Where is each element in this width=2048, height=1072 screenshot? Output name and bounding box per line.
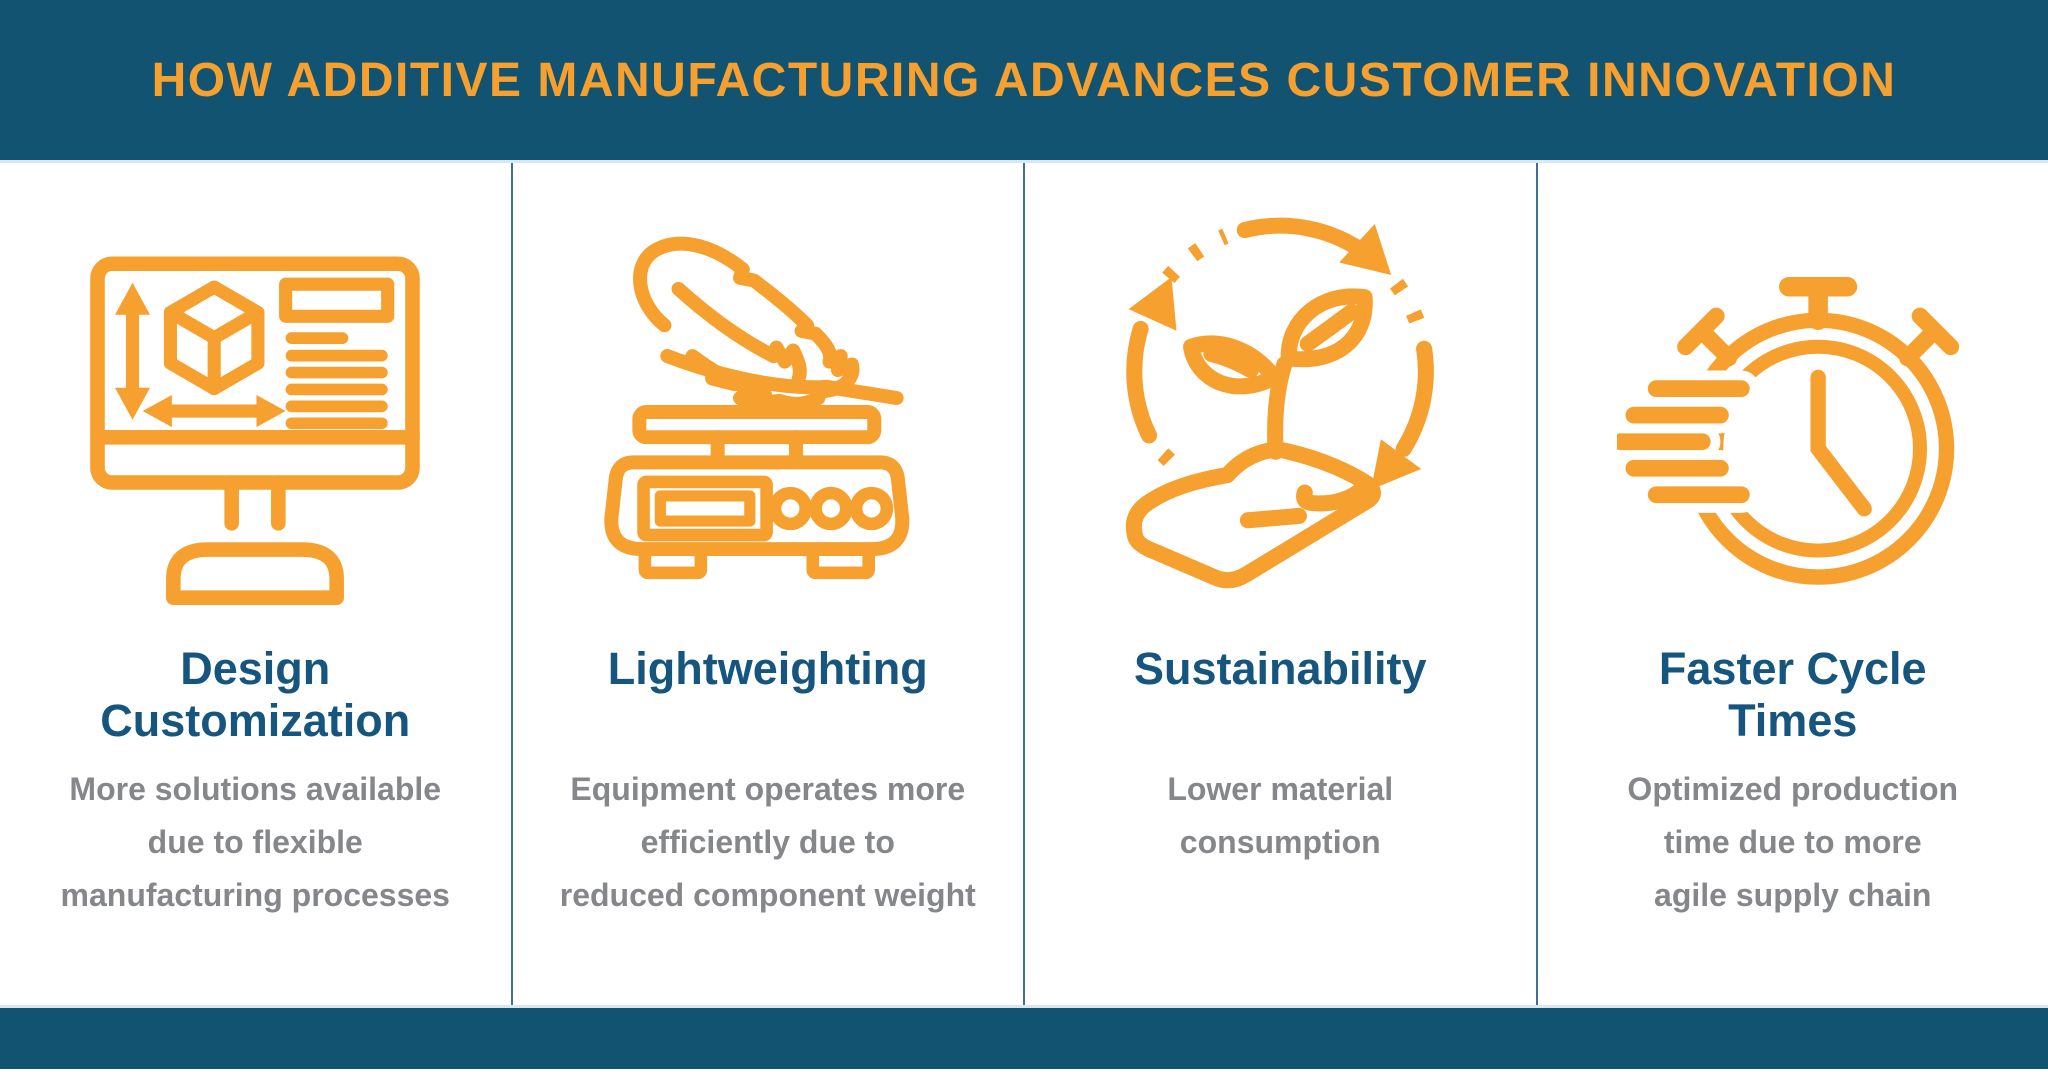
icon-wrap — [1025, 163, 1536, 623]
sustainability-hand-plant-icon — [1126, 217, 1435, 589]
icon-wrap — [513, 163, 1024, 623]
header-banner: HOW ADDITIVE MANUFACTURING ADVANCES CUST… — [0, 0, 2048, 163]
cad-monitor-icon — [90, 256, 421, 605]
clock-hands-icon — [1810, 369, 1872, 517]
footer-band — [0, 1005, 2048, 1069]
icon-wrap — [1538, 163, 2048, 623]
column-description: Lower material consumption — [1167, 771, 1394, 860]
icon-wrap — [0, 163, 511, 623]
feather-icon — [632, 236, 904, 414]
column-design-customization: Design Customization More solutions avai… — [0, 163, 511, 1005]
column-title: Lightweighting — [607, 643, 928, 694]
column-title: Faster Cycle Times — [1658, 643, 1927, 746]
column-description: More solutions available due to flexible… — [60, 771, 450, 913]
spec-text-lines-icon — [279, 277, 395, 430]
hand-icon — [1126, 441, 1382, 589]
weighing-scale-icon — [604, 405, 909, 580]
3d-cube-icon — [164, 280, 265, 396]
column-description: Equipment operates more efficiently due … — [559, 771, 976, 913]
column-sustainability: Sustainability Lower material consumptio… — [1023, 163, 1536, 1005]
column-title: Sustainability — [1133, 643, 1427, 694]
speed-lines-icon — [1616, 370, 1760, 513]
column-title: Design Customization — [100, 643, 411, 746]
feather-scale-icon — [604, 236, 909, 580]
monitor-frame-icon — [90, 256, 421, 605]
columns-area: Design Customization More solutions avai… — [0, 163, 2048, 1005]
sprout-icon — [1183, 288, 1373, 460]
vertical-dimension-arrow-icon — [115, 282, 151, 420]
page-title: HOW ADDITIVE MANUFACTURING ADVANCES CUST… — [151, 53, 1897, 107]
column-faster-cycle-times: Faster Cycle Times Optimized production … — [1535, 163, 2048, 1005]
horizontal-dimension-arrow-icon — [142, 395, 286, 428]
fast-stopwatch-icon — [1616, 276, 1959, 585]
column-description: Optimized production time due to more ag… — [1627, 771, 1959, 913]
column-lightweighting: Lightweighting Equipment operates more e… — [510, 163, 1024, 1005]
